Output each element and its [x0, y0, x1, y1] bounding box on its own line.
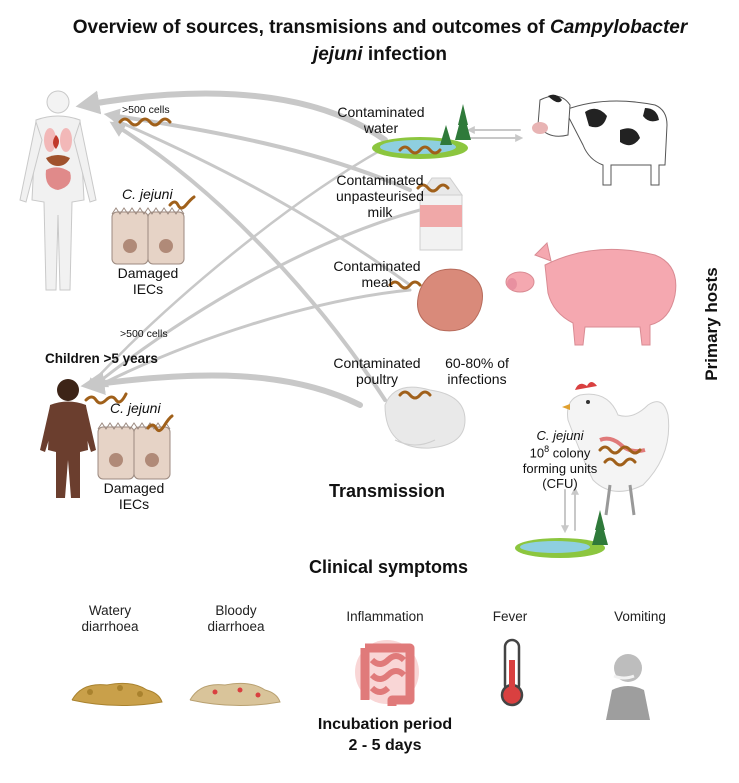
bloody-line2: diarrhoea: [207, 618, 265, 634]
arrow-meat-to-adult: [110, 117, 412, 287]
adult-dose-label: >500 cells: [122, 104, 170, 116]
figure-title-line2: jejuni infection: [40, 44, 720, 66]
child-dose-label: >500 cells: [120, 328, 168, 340]
incubation-period-label: Incubation period 2 - 5 days: [305, 715, 465, 757]
bloody-line1: Bloody: [215, 603, 257, 618]
arrow-meat-to-child: [95, 288, 412, 388]
figure-title-line1: Overview of sources, transmisions and ou…: [40, 17, 720, 39]
water-line1: Contaminated: [337, 104, 425, 120]
chicken-icon: [562, 382, 670, 516]
transmission-heading: Transmission: [329, 481, 446, 501]
share-line1: 60-80% of: [445, 355, 509, 371]
meat-icon: [388, 268, 483, 332]
chicken-bacterium: C. jejuni: [536, 428, 584, 443]
title-italic-species: jejuni: [312, 44, 363, 65]
adult-human-icon: [19, 90, 97, 291]
inflammation-label: Inflammation: [346, 609, 424, 624]
cfu-line3: (CFU): [542, 476, 578, 492]
chicken-colonization-label: C. jejuni 108 colony forming units (CFU): [505, 428, 615, 492]
cfu-colony: colony: [549, 444, 591, 460]
arrow-milk-to-child: [91, 208, 422, 388]
child-bacterium-label: C. jejuni: [110, 400, 161, 416]
arrow-poultry-to-adult: [109, 121, 387, 402]
incubation-line2: 2 - 5 days: [348, 736, 422, 754]
water-pond-icon: [372, 104, 471, 159]
pond-icon: [515, 510, 608, 558]
title-suffix: infection: [362, 44, 448, 65]
cfu-line2: forming units: [522, 460, 598, 476]
bloody-stool-icon: [189, 682, 281, 707]
child-icon: [40, 379, 96, 498]
clinical-symptoms-heading: Clinical symptoms: [309, 557, 469, 577]
bacterium-adult: [118, 117, 172, 127]
vomiting-label: Vomiting: [614, 609, 666, 624]
watery-line1: Watery: [88, 603, 132, 618]
incubation-line1: Incubation period: [317, 716, 453, 733]
arrow-water-to-child: [87, 143, 392, 388]
adult-damaged-line2: IECs: [132, 281, 164, 298]
transmission-arrows: [75, 90, 579, 534]
bacterium-child: [84, 392, 128, 405]
child-damaged-line1: Damaged: [103, 480, 165, 496]
thermometer-icon: [500, 638, 524, 707]
adult-bacterium-label: C. jejuni: [122, 186, 173, 202]
watery-stool-icon: [71, 682, 163, 707]
milk-line1: Contaminated: [336, 172, 424, 188]
water-line2: water: [363, 120, 399, 137]
title-text: Overview of sources, transmisions and ou…: [72, 17, 550, 38]
child-damaged-line2: IECs: [118, 496, 150, 513]
pig-icon: [505, 242, 677, 346]
poultry-line2: poultry: [355, 371, 399, 388]
meat-line2: meat: [361, 274, 393, 291]
raw-poultry-icon: [384, 386, 466, 449]
cfu-base: 10: [529, 444, 545, 460]
meat-line1: Contaminated: [333, 258, 421, 274]
watery-line2: diarrhoea: [81, 618, 139, 634]
vomiting-person-icon: [606, 654, 650, 720]
inflamed-intestine-icon: [355, 640, 419, 706]
damaged-iec-cells-child: [97, 414, 174, 480]
poultry-line1: Contaminated: [333, 355, 421, 371]
milk-carton-icon: [416, 177, 463, 251]
children-group-label: Children >5 years: [45, 351, 158, 366]
arrow-poultry-to-child: [80, 371, 363, 408]
adult-damaged-line1: Damaged: [117, 265, 179, 281]
arrow-water-to-adult: [75, 90, 388, 143]
fever-label: Fever: [492, 609, 528, 624]
cow-icon: [532, 94, 668, 186]
damaged-iec-cells-adult: [111, 195, 196, 265]
milk-line3: milk: [367, 204, 393, 221]
share-line2: infections: [447, 371, 507, 388]
milk-line2: unpasteurised: [336, 188, 424, 205]
primary-hosts-label: Primary hosts: [702, 267, 721, 381]
title-italic-genus: Campylobacter: [549, 17, 688, 38]
cfu-exponent: 8: [544, 443, 550, 454]
